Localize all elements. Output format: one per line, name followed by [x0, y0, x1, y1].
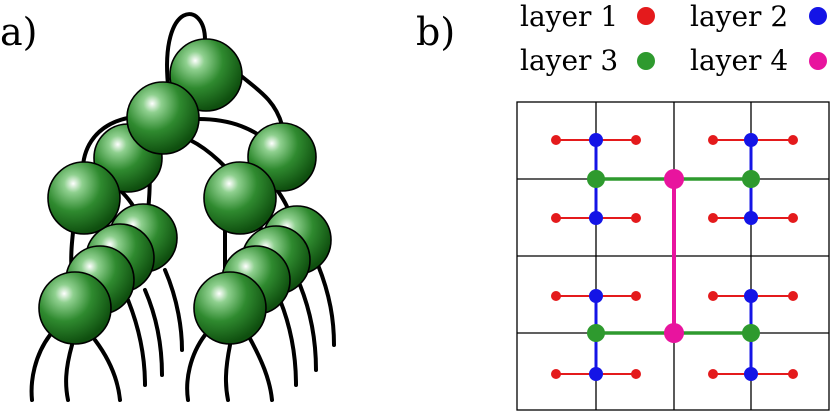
layer-2-node — [589, 133, 603, 147]
physical-leg — [316, 263, 336, 347]
physical-leg — [163, 268, 184, 352]
layer-3-nodes — [587, 170, 760, 342]
top-loop-edge — [165, 12, 207, 87]
legend-marker-layer-3 — [637, 52, 655, 70]
layer-2-node — [744, 133, 758, 147]
layer-2-nodes — [589, 133, 758, 381]
layer-1-node — [551, 213, 561, 223]
physical-leg — [143, 288, 164, 377]
layer-1-nodes — [551, 135, 798, 379]
physical-leg — [223, 343, 232, 402]
tensor-node — [47, 161, 121, 235]
layer-1-node — [551, 291, 561, 301]
tree-edge — [238, 73, 284, 127]
layer-2-node — [589, 211, 603, 225]
layer-1-node — [631, 213, 641, 223]
legend-marker-layer-4 — [809, 52, 827, 70]
layer-1-node — [708, 369, 718, 379]
layer-4-nodes — [664, 169, 684, 343]
legend: layer 1 layer 2 layer 3 layer 4 — [520, 0, 827, 77]
layer-3-node — [587, 170, 605, 188]
layer-1-node — [788, 291, 798, 301]
layer-2-node — [744, 211, 758, 225]
layer-1-node — [708, 213, 718, 223]
physical-leg — [185, 333, 207, 402]
layer-4-node — [664, 169, 684, 189]
layer-4-node — [664, 323, 684, 343]
tensor-node — [203, 161, 277, 235]
physical-leg — [64, 343, 74, 402]
legend-marker-layer-1 — [637, 7, 655, 25]
layer-1-node — [551, 135, 561, 145]
layer-1-node — [788, 369, 798, 379]
layer-1-node — [788, 213, 798, 223]
physical-leg — [278, 298, 298, 387]
panel-a-label: a) — [0, 10, 37, 54]
legend-label-layer-2: layer 2 — [690, 0, 788, 33]
panel-b-label: b) — [416, 10, 455, 54]
layer-2-node — [744, 367, 758, 381]
physical-leg — [93, 338, 122, 402]
layer-3-node — [742, 324, 760, 342]
layer-1-node — [708, 291, 718, 301]
layer-1-node — [788, 135, 798, 145]
physical-leg — [246, 333, 274, 402]
layer-1-node — [708, 135, 718, 145]
layer-1-node — [631, 291, 641, 301]
tensor-node — [38, 271, 112, 345]
layer-2-node — [589, 367, 603, 381]
tensor-node — [193, 271, 267, 345]
legend-label-layer-1: layer 1 — [520, 0, 618, 33]
layer-2-node — [744, 289, 758, 303]
layer-3-node — [587, 324, 605, 342]
layer-1-node — [551, 369, 561, 379]
layer-1-node — [631, 369, 641, 379]
legend-marker-layer-2 — [809, 7, 827, 25]
layer-2-node — [589, 289, 603, 303]
layer-3-node — [742, 170, 760, 188]
legend-label-layer-3: layer 3 — [520, 44, 618, 77]
tree-nodes — [38, 38, 332, 345]
physical-leg — [126, 298, 147, 387]
tensor-node — [126, 81, 200, 155]
layer-1-node — [631, 135, 641, 145]
legend-label-layer-4: layer 4 — [690, 44, 788, 77]
physical-leg — [298, 283, 318, 372]
physical-leg — [29, 333, 52, 402]
